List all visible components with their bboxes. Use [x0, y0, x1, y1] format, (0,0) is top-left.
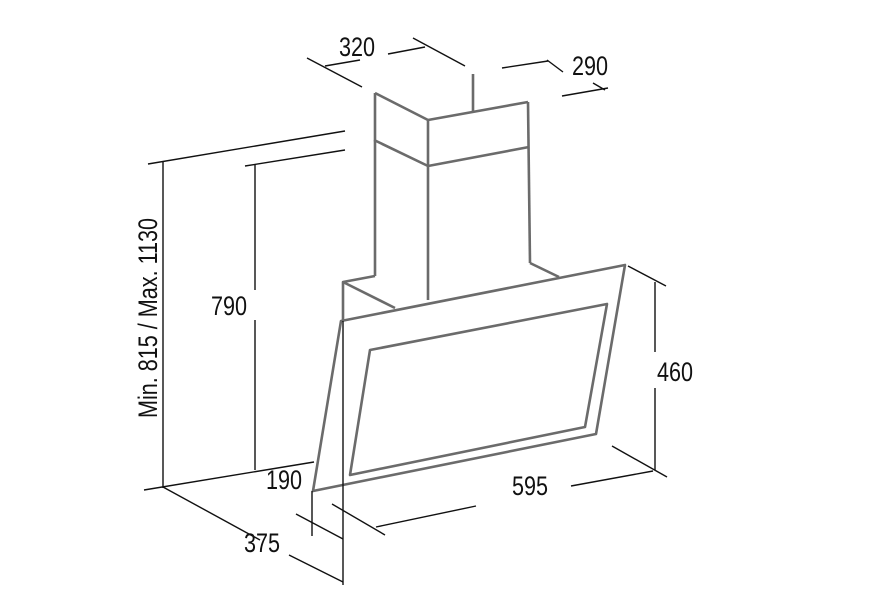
- label-hood-width: 595: [512, 472, 548, 502]
- label-hood-total-depth: 375: [244, 529, 280, 559]
- hood-drawing: [311, 74, 627, 493]
- motor-housing: [341, 261, 560, 321]
- label-chimney-depth: 290: [572, 52, 608, 82]
- chimney: [373, 74, 532, 300]
- glass-panel-inner: [348, 302, 609, 477]
- glass-panel-outer: [311, 263, 627, 493]
- label-total-height: Min. 815 / Max. 1130: [134, 218, 164, 418]
- dimension-labels: 320 290 Min. 815 / Max. 1130 790 460 595…: [134, 33, 693, 559]
- dimension-lines: [143, 37, 668, 585]
- label-hood-height: 460: [657, 358, 693, 388]
- label-chimney-width: 320: [339, 33, 375, 63]
- label-chimney-height: 790: [211, 292, 247, 322]
- label-hood-lower-depth: 190: [266, 466, 302, 496]
